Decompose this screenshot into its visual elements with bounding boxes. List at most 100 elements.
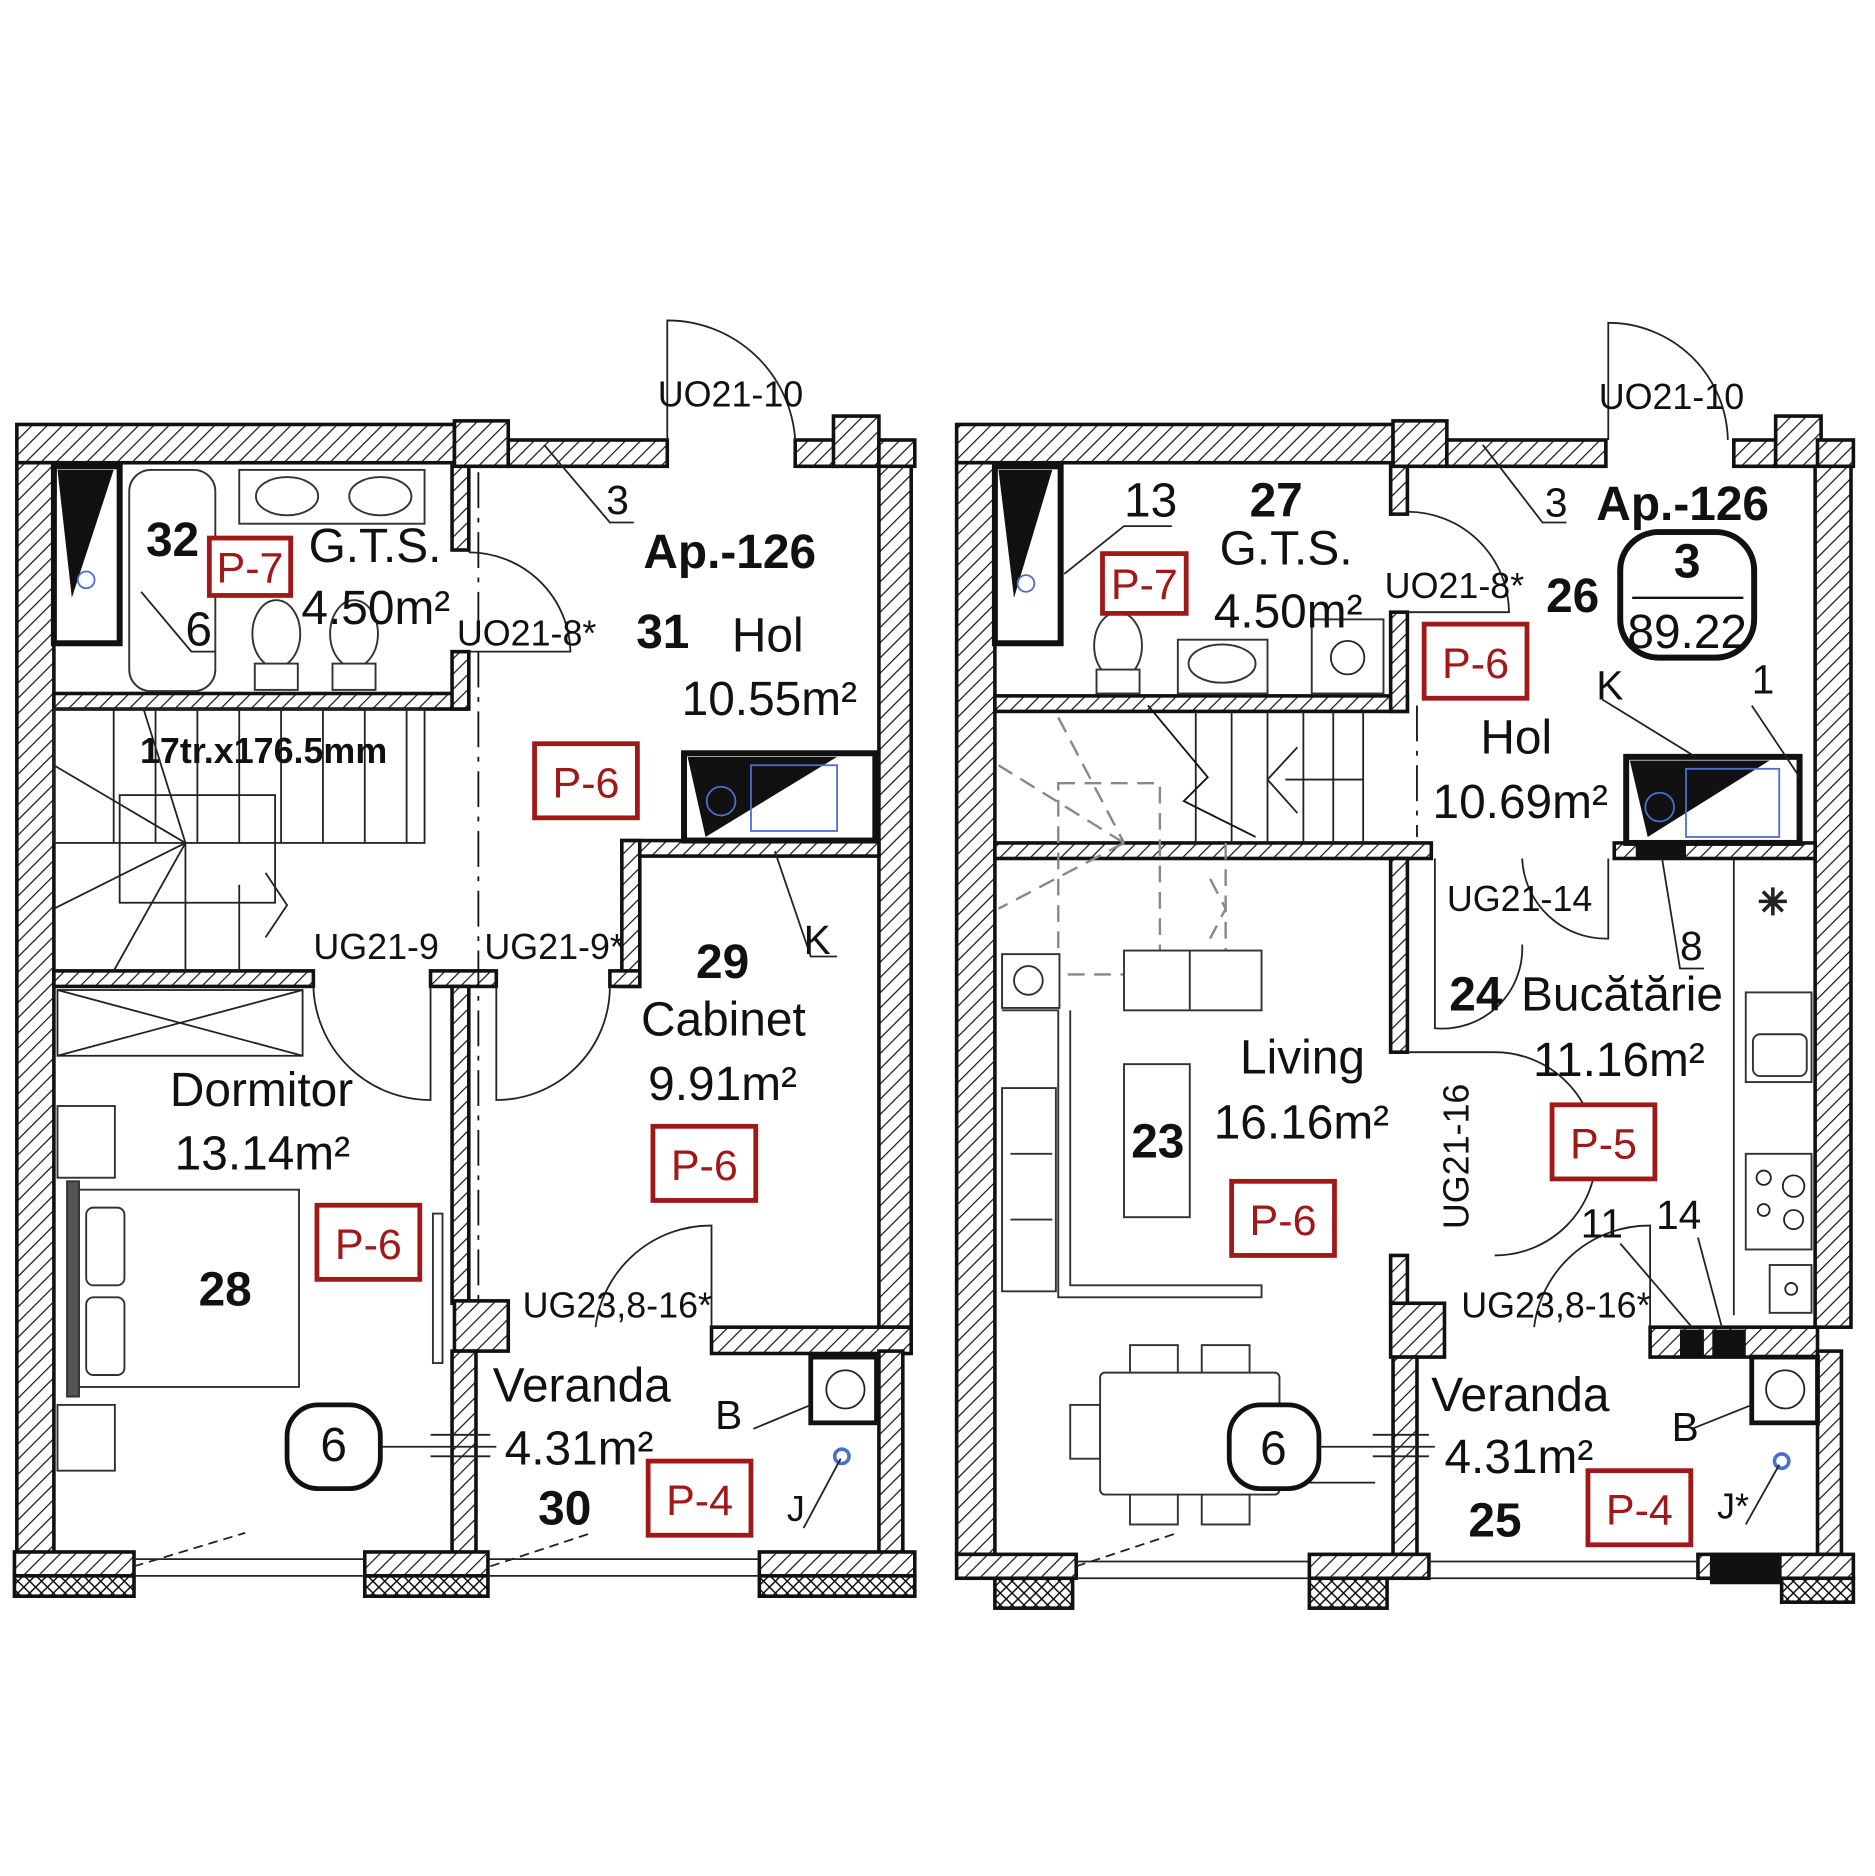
- sink-basin: [348, 476, 413, 517]
- walls: [12, 414, 1856, 1610]
- finish-tag: P-6: [1229, 1178, 1337, 1258]
- wall: [15, 460, 56, 1557]
- left-plan-labels: UO21-10 3 Ap.-126 31 Hol 10.55m² 32 G.T.…: [140, 375, 857, 1536]
- washer-drum: [1329, 639, 1366, 676]
- wall-insulation: [12, 1574, 136, 1599]
- leader-3: [543, 444, 634, 524]
- kitchen-door-swing: [1434, 858, 1610, 1030]
- room-name: G.T.S.: [1220, 522, 1353, 575]
- door-label: UO21-8*: [457, 614, 597, 654]
- finish-tag-label: P-6: [671, 1142, 738, 1190]
- wall-insulation: [362, 1574, 490, 1599]
- door-label: UG21-14: [1447, 879, 1593, 919]
- room-area: 4.31m²: [1444, 1431, 1593, 1484]
- veranda-door-swing: [594, 1224, 713, 1328]
- right-plan-labels: UO21-10 13 27 G.T.S. 4.50m² 3 Ap.-126 3 …: [1124, 377, 1774, 1548]
- wall: [954, 460, 997, 1557]
- drain-icon: [1765, 1369, 1806, 1410]
- dorm-door-swing: [312, 986, 432, 1101]
- black-column: [1680, 1329, 1704, 1356]
- wall: [954, 1552, 1078, 1581]
- finish-tag: P-6: [532, 741, 640, 821]
- finish-tag-label: P-7: [217, 544, 284, 592]
- finish-tag-frame: [1585, 1468, 1694, 1548]
- leader-13: [1063, 525, 1172, 575]
- leader-6: [140, 591, 216, 653]
- window-tag: [284, 1402, 383, 1491]
- room-number: 23: [1131, 1115, 1184, 1168]
- window-tag-label: 6: [1260, 1423, 1287, 1476]
- wall: [1815, 1349, 1844, 1557]
- wall: [452, 1299, 511, 1353]
- wall: [877, 1349, 905, 1557]
- leader-mark: 14: [1656, 1192, 1701, 1238]
- leader-mark: 3: [1545, 480, 1568, 526]
- veranda-shaft: [808, 1354, 879, 1426]
- room-number: 30: [538, 1482, 591, 1535]
- wall: [362, 1550, 490, 1578]
- wall: [993, 841, 1434, 861]
- toilet-tank: [253, 662, 299, 691]
- wall: [428, 969, 499, 989]
- finish-tag-frame: [532, 741, 640, 821]
- finish-tag-label: P-7: [1111, 561, 1178, 609]
- finish-tag: P-4: [1585, 1468, 1694, 1548]
- toilet: [251, 599, 302, 669]
- wall-insulation: [1779, 1576, 1856, 1604]
- sink-basin: [1187, 643, 1257, 684]
- wall: [1388, 856, 1410, 1054]
- room-number: 24: [1449, 968, 1503, 1021]
- leader-j: [1744, 1464, 1781, 1525]
- leader-mark: J*: [1717, 1486, 1749, 1526]
- finish-tag: P-4: [645, 1458, 754, 1538]
- apartment-rooms: 3: [1674, 536, 1701, 589]
- stairs-label: 17tr.x176.5mm: [140, 731, 387, 771]
- wall-insulation: [757, 1574, 917, 1599]
- drain-icon: [1644, 791, 1675, 823]
- room-number: 27: [1250, 475, 1303, 528]
- wall: [1388, 610, 1410, 714]
- finish-tag-frame: [1229, 1178, 1337, 1258]
- wall: [1388, 464, 1410, 516]
- shaft-box: [750, 764, 838, 832]
- wall: [452, 419, 511, 469]
- finish-tag-label: P-6: [1442, 640, 1509, 688]
- leader-14: [1697, 1237, 1723, 1328]
- wall: [954, 422, 1395, 465]
- right-plan-fixtures: ✳: [991, 321, 1820, 1580]
- door-label: UG21-16: [1436, 1084, 1476, 1230]
- room-area: 13.14m²: [175, 1127, 350, 1180]
- room-name: Hol: [732, 610, 804, 663]
- wall: [1773, 414, 1823, 469]
- finish-tag: P-6: [650, 1123, 759, 1203]
- wall: [877, 464, 913, 1329]
- bathtub: [128, 468, 217, 693]
- door-label: UG21-9*: [484, 927, 624, 967]
- wall: [52, 969, 316, 989]
- entry-door-swing: [1607, 321, 1729, 441]
- leader-mark: K: [804, 917, 831, 963]
- room-area: 4.31m²: [505, 1423, 654, 1476]
- leader-8: [1661, 858, 1704, 970]
- room-area: 9.91m²: [648, 1058, 797, 1111]
- wall: [1388, 1301, 1447, 1359]
- bed: [56, 1105, 300, 1472]
- wall-insulation: [993, 1576, 1075, 1610]
- leader-b: [753, 1404, 812, 1430]
- drain-icon: [1016, 574, 1036, 593]
- room-number: 28: [199, 1264, 252, 1317]
- leader-mark: 1: [1752, 656, 1775, 702]
- window-tag-label: 6: [320, 1419, 347, 1472]
- wall: [1445, 438, 1608, 469]
- leader-1: [1751, 704, 1801, 778]
- shaft-box: [1685, 767, 1781, 838]
- door-label: UO21-8*: [1385, 566, 1525, 606]
- leader-mark: K: [1596, 662, 1623, 708]
- drain-icon: [832, 1447, 851, 1466]
- room-name: Cabinet: [641, 993, 806, 1046]
- drain-icon: [1772, 1452, 1791, 1471]
- sliding-door: [431, 1212, 444, 1365]
- drain-icon: [705, 785, 737, 817]
- wall: [450, 984, 471, 1306]
- gts-door-swing: [468, 551, 572, 653]
